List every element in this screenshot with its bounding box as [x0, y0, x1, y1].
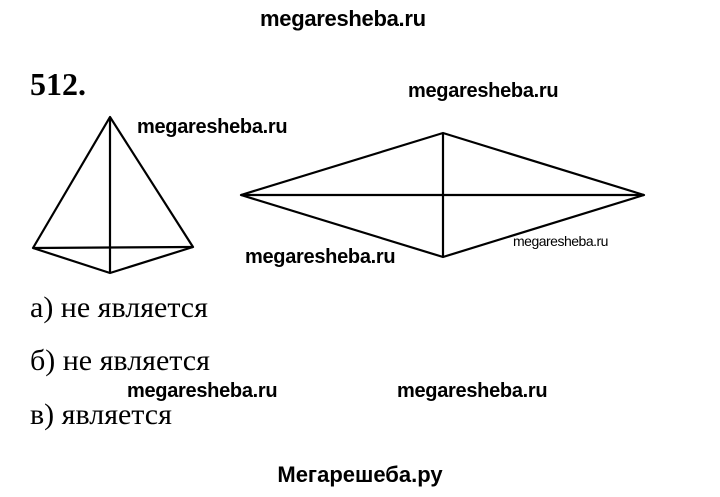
watermark: megaresheba.ru [397, 380, 548, 402]
header-watermark: megaresheba.ru [260, 6, 426, 31]
problem-number: 512. [30, 66, 86, 102]
watermark: megaresheba.ru [127, 380, 278, 402]
watermark: megaresheba.ru [137, 116, 288, 138]
answer-b: б) не является [30, 344, 210, 377]
footer-watermark: Мегарешеба.ру [277, 462, 443, 487]
watermark: megaresheba.ru [408, 80, 559, 102]
kite-diagonal-horizontal [32, 245, 194, 250]
watermark: megaresheba.ru [245, 246, 396, 268]
answer-a: а) не является [30, 291, 208, 324]
kite-figure [31, 115, 195, 275]
watermark: megaresheba.ru [513, 233, 608, 249]
answer-c: в) является [30, 398, 172, 431]
